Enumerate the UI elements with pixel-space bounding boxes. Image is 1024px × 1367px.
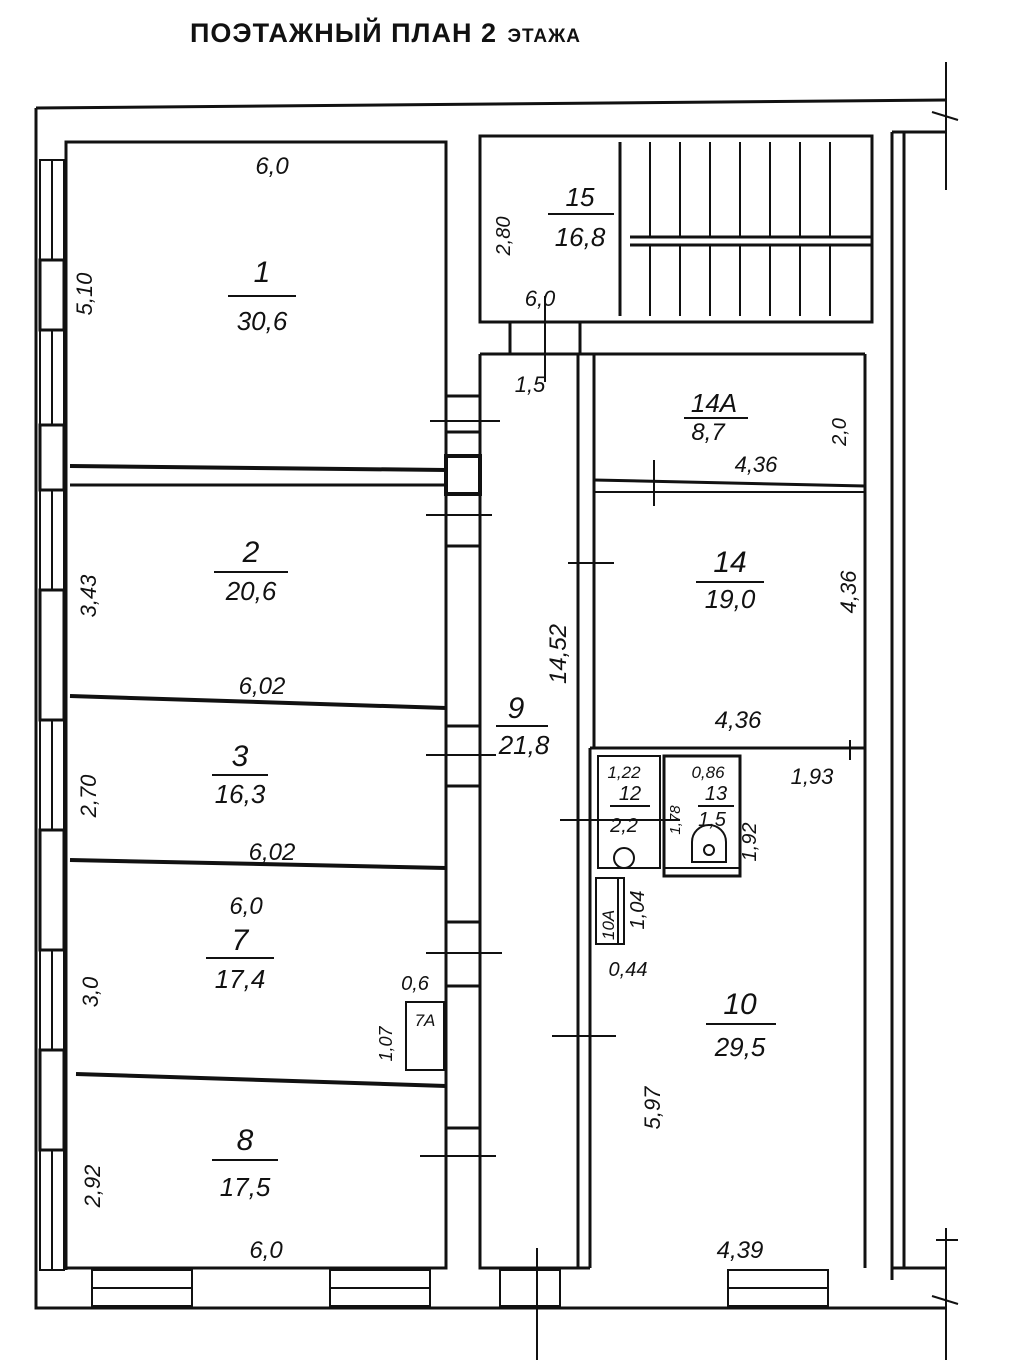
room-13-area: 1,5: [698, 809, 727, 831]
dim-room2-width: 6,02: [239, 673, 286, 700]
dim-closet10a-height: 1,04: [627, 891, 649, 930]
dim-room14a-height: 2,0: [829, 418, 851, 447]
room-14a-number: 14А: [691, 388, 737, 418]
room-12-area: 2,2: [609, 815, 638, 837]
dim-room2-height: 3,43: [76, 574, 101, 618]
bottom-windows: [91, 1248, 829, 1360]
room-15-area: 16,8: [555, 222, 606, 252]
dim-room14a-width: 4,36: [735, 452, 779, 477]
left-block-walls: [64, 140, 448, 1270]
dim-room7a-height: 1,07: [376, 1026, 396, 1062]
room-14a-area: 8,7: [691, 419, 726, 446]
dim-corridor-width: 1,5: [515, 372, 546, 397]
dim-room14-height: 4,36: [836, 570, 861, 614]
room-10-number: 10: [723, 988, 757, 1021]
dim-room7-height: 3,0: [78, 976, 103, 1007]
corridor-wall: [420, 394, 502, 1157]
dim-room10-width: 4,39: [717, 1237, 764, 1264]
room-7-area: 17,4: [215, 964, 266, 994]
right-outer-wall: [890, 130, 946, 1280]
room-label-12: 12 2,2: [609, 783, 650, 837]
room-labels: 1 30,6 2 20,6 3 16,3 7 17,4 7А 8 17,5 9: [206, 182, 776, 1202]
room-1-area: 30,6: [237, 306, 288, 336]
room-label-14a: 14А 8,7: [684, 388, 748, 446]
room-label-3: 3 16,3: [212, 740, 268, 809]
stairwell: [478, 134, 874, 382]
room-7a-number: 7А: [415, 1011, 436, 1030]
room-14-number: 14: [713, 546, 746, 579]
room-1-number: 1: [254, 256, 271, 289]
closet-10a-walls: [595, 877, 625, 945]
room-9-number: 9: [508, 692, 525, 725]
dim-room14-width: 4,36: [715, 707, 762, 734]
dim-room1-width: 6,0: [255, 153, 289, 180]
dim-room8-height: 2,92: [80, 1165, 105, 1209]
dim-room7a-width: 0,6: [401, 973, 430, 995]
room-label-8: 8 17,5: [212, 1124, 278, 1202]
dimension-labels: 6,0 5,10 3,43 6,02 2,70 6,02 6,0 3,0 0,6…: [72, 153, 861, 1264]
plan-title-main: ПОЭТАЖНЫЙ ПЛАН 2: [190, 18, 498, 48]
room-label-9: 9 21,8: [496, 692, 550, 760]
left-windows: [38, 159, 66, 1271]
room-2-number: 2: [242, 536, 260, 569]
dim-room10-width-top: 1,93: [791, 764, 835, 789]
room-15-number: 15: [566, 182, 595, 212]
exterior-wall: [34, 62, 959, 1360]
dim-room8-width: 6,0: [249, 1237, 283, 1264]
dim-room3-width: 6,02: [249, 839, 296, 866]
right-block-walls: [478, 352, 867, 1270]
room-10a-number: 10А: [599, 910, 618, 940]
dim-corridor-length: 14,52: [545, 624, 572, 684]
room-8-number: 8: [237, 1124, 254, 1157]
room-label-2: 2 20,6: [214, 536, 288, 606]
room-12-number: 12: [619, 783, 641, 805]
room-7-number: 7: [232, 924, 250, 957]
room-label-1: 1 30,6: [228, 256, 296, 336]
room-label-10: 10 29,5: [706, 988, 776, 1062]
dim-room12-width: 1,22: [607, 763, 641, 782]
plan-title: ПОЭТАЖНЫЙ ПЛАН 2 ЭТАЖА: [190, 18, 581, 49]
dim-room7-width: 6,0: [229, 893, 263, 920]
dim-room3-height: 2,70: [76, 774, 101, 819]
dim-room15-width: 6,0: [525, 286, 556, 311]
room-9-area: 21,8: [498, 730, 550, 760]
room-label-13: 13 1,5: [698, 783, 734, 831]
room-3-number: 3: [232, 740, 249, 773]
dim-room13-height: 1,92: [739, 823, 761, 862]
wc-walls: [597, 754, 742, 878]
room-2-area: 20,6: [225, 576, 277, 606]
room-3-area: 16,3: [215, 779, 266, 809]
dim-room12-height: 1,78: [667, 805, 684, 835]
room-label-7: 7 17,4: [206, 924, 274, 994]
room-13-number: 13: [705, 783, 727, 805]
plan-title-sub: ЭТАЖА: [507, 26, 582, 47]
room-14-area: 19,0: [705, 584, 756, 614]
dim-room10-height: 5,97: [640, 1086, 665, 1130]
dim-closet10a-width: 0,44: [609, 959, 648, 981]
room-label-15: 15 16,8: [548, 182, 614, 252]
room-10-area: 29,5: [714, 1032, 766, 1062]
dim-room13-width: 0,86: [691, 763, 725, 782]
room-label-14: 14 19,0: [696, 546, 764, 614]
room-8-area: 17,5: [220, 1172, 271, 1202]
dim-room1-height: 5,10: [72, 272, 97, 316]
dim-room15-height: 2,80: [493, 217, 515, 257]
